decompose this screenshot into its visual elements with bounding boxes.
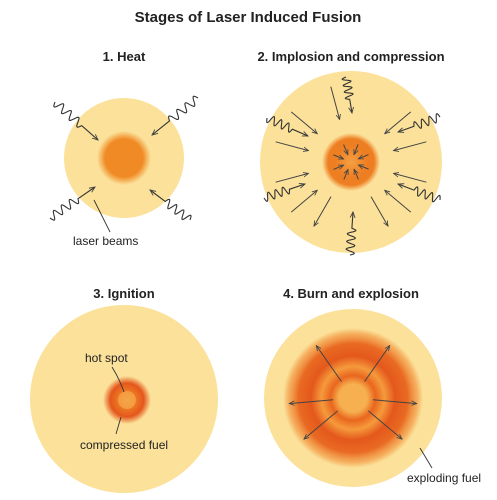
stage-4-burn-explosion: 4. Burn and explosion exploding fuel [264,286,481,487]
compressed-fuel-label: compressed fuel [80,438,168,452]
inward-arrow [394,141,427,151]
laser-beams-leader [93,199,111,233]
laser-beam [150,190,192,221]
inward-arrow [290,111,317,134]
outward-arrow [367,410,402,439]
laser-beams [49,95,199,221]
laser-beams-label: laser beams [73,234,138,248]
laser-beam [341,76,353,113]
compression-arrow [353,169,359,180]
stage-2-title: 2. Implosion and compression [257,49,444,64]
outward-arrow [370,196,388,226]
inward-arrows [275,86,427,226]
stage-3-title: 3. Ignition [93,286,154,301]
outward-arrow [316,346,342,382]
laser-beam [152,95,199,135]
inward-arrow [290,190,317,213]
stage-1-heat: 1. Heat laser beams [49,49,199,248]
laser-beam [345,212,357,256]
hot-spot [118,391,136,409]
inward-arrow [385,190,412,213]
exploding-fuel-leader [419,447,433,469]
stage-2-implosion: 2. Implosion and compression [257,49,445,256]
exploding-fuel-label: exploding fuel [407,471,481,485]
compression-arrow [354,144,359,154]
laser-beam [263,184,305,203]
stage-1-title: 1. Heat [103,49,146,64]
outward-arrow [289,399,334,404]
diagram-title: Stages of Laser Induced Fusion [135,9,362,26]
burning-fuel [283,328,423,468]
compression-arrow [333,154,343,159]
inward-arrow [394,173,427,183]
compression-arrow [358,154,369,160]
compression-arrows [333,144,369,180]
laser-beam [266,115,308,137]
outward-arrow [364,346,389,382]
compressed-fuel-leader [115,416,122,435]
outward-arrow [304,410,339,439]
outward-arrow [372,399,417,404]
compression-arrow [343,169,348,180]
compression-arrow [333,164,344,170]
laser-beam [49,187,95,221]
outward-arrows [289,346,417,440]
compression-arrow [343,144,349,155]
laser-beam [398,184,441,203]
inward-arrow [275,173,309,183]
stage-4-title: 4. Burn and explosion [283,286,419,301]
compression-arrow [358,165,369,170]
pellet-core [97,131,151,185]
hot-spot-label: hot spot [85,351,128,365]
laser-beam [53,101,98,140]
inward-arrow [385,111,412,134]
inward-arrow [275,141,309,151]
hot-spot-leader [111,366,125,393]
laser-beam [398,113,441,132]
outward-arrow [314,196,332,226]
inward-arrow [330,86,340,120]
compressed-core [322,133,380,191]
stage-3-ignition: 3. Ignition hot spot compressed fuel [30,286,218,493]
laser-beams [263,76,441,256]
